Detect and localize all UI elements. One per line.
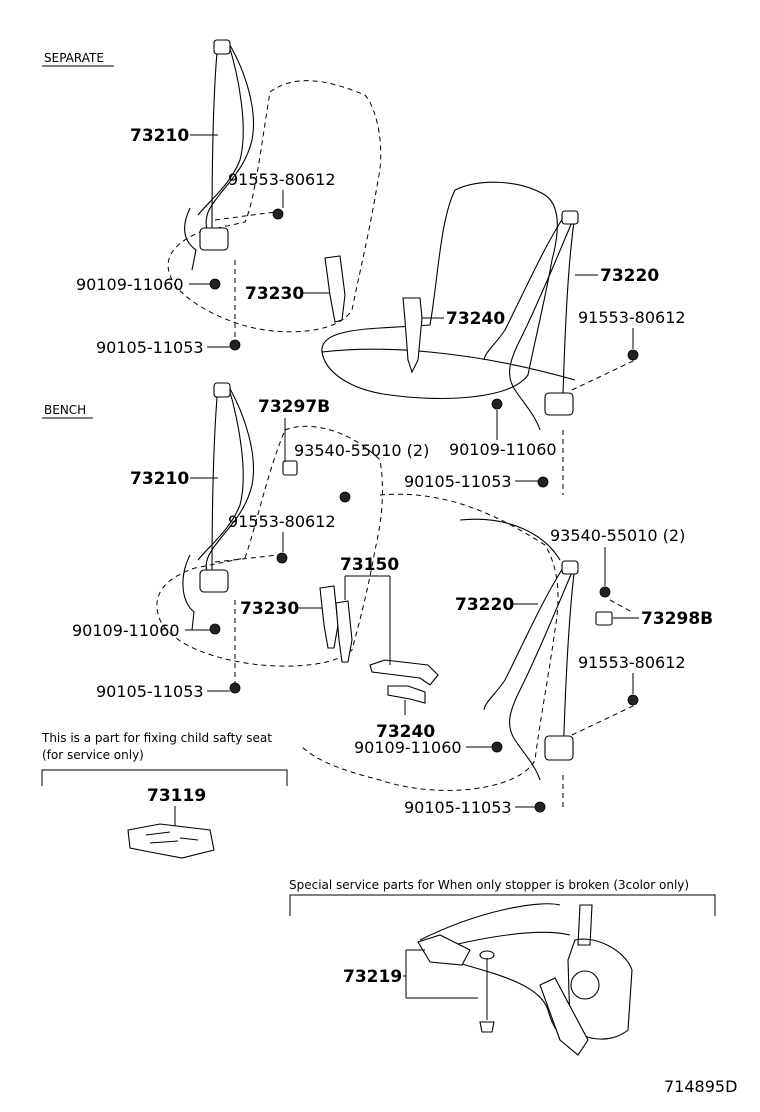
child-seat-bracket — [41, 769, 288, 786]
label-91553-80612-separate-a: 91553-80612 — [228, 170, 336, 189]
label-90109-11060-bench-b: 90109-11060 — [354, 738, 462, 757]
separate-right-guide-line — [571, 359, 636, 391]
label-90109-11060-separate-b: 90109-11060 — [449, 440, 557, 459]
label-73230-separate: 73230 — [245, 284, 304, 304]
label-73230-bench: 73230 — [240, 599, 299, 619]
bench-bolt-90109-a — [209, 623, 221, 635]
bench-buckle-73230 — [319, 585, 339, 649]
label-73220-bench: 73220 — [455, 595, 514, 615]
label-90105-11053-separate-b: 90105-11053 — [404, 472, 512, 491]
bench-guide-line-2 — [214, 554, 279, 563]
bench-bolt-93540-b — [599, 586, 611, 598]
separate-buckle-73230 — [324, 255, 346, 323]
bench-right-anchor — [561, 560, 579, 575]
label-73240-separate: 73240 — [446, 309, 505, 329]
label-73219: 73219 — [343, 967, 402, 987]
child-seat-note-line2: (for service only) — [42, 748, 144, 762]
special-stopper — [417, 934, 471, 966]
bench-right-guide-line-3 — [609, 599, 633, 613]
label-73210-bench: 73210 — [130, 469, 189, 489]
separate-bolt-90109-b — [491, 398, 503, 410]
separate-bolt-90105-a — [229, 339, 241, 351]
bench-buckle-73240-strap — [369, 659, 439, 686]
separate-left-lower-anchor — [184, 207, 197, 271]
leader-73219 — [403, 949, 478, 999]
label-73210-separate: 73210 — [130, 126, 189, 146]
bench-left-retractor — [199, 569, 229, 593]
bench-right-retractor — [544, 735, 574, 761]
bench-buckle-73150 — [335, 600, 353, 663]
separate-right-seat-outline — [321, 181, 558, 400]
separate-bolt-guide-line-2 — [214, 211, 276, 221]
child-seat-part-box: This is a part for fixing child safty se… — [41, 731, 288, 859]
bench-left-belt-webbing — [197, 384, 255, 576]
separate-bolt-90105-b — [537, 476, 549, 488]
diagram-id: 714895D — [664, 1077, 737, 1096]
separate-bolt-91553-b — [627, 349, 639, 361]
child-seat-note-line1: This is a part for fixing child safty se… — [41, 731, 272, 745]
label-73150: 73150 — [340, 555, 399, 575]
label-90109-11060-separate: 90109-11060 — [76, 275, 184, 294]
separate-right-anchor — [561, 210, 579, 225]
section-title-separate: SEPARATE — [44, 51, 104, 65]
separate-right-seat-cushion-line — [321, 348, 576, 381]
special-retractor-spool — [570, 970, 600, 1000]
label-91553-80612-bench-a: 91553-80612 — [228, 512, 336, 531]
bench-buckle-73240-plate — [387, 685, 426, 704]
bench-right-seat-top — [459, 518, 561, 561]
separate-bolt-91553-a — [272, 208, 284, 220]
separate-left-retractor — [199, 227, 229, 251]
bench-right-guide-line — [571, 704, 636, 736]
separate-bolt-90109-a — [209, 278, 221, 290]
special-service-box: Special service parts for When only stop… — [289, 878, 716, 1056]
label-90105-11053-separate: 90105-11053 — [96, 338, 204, 357]
label-91553-80612-bench-b: 91553-80612 — [578, 653, 686, 672]
label-91553-80612-separate-b: 91553-80612 — [578, 308, 686, 327]
child-seat-anchor-slots — [145, 831, 199, 844]
bench-right-seat-outline — [299, 493, 559, 791]
bench-section: BENCH 73297B — [42, 382, 713, 817]
bench-bolt-91553-a — [276, 552, 288, 564]
label-93540-55010-bench-a: 93540-55010 (2) — [294, 441, 429, 460]
label-90109-11060-bench: 90109-11060 — [72, 621, 180, 640]
special-service-bracket — [289, 894, 716, 916]
bench-bracket-73297b — [282, 460, 298, 476]
label-73297b: 73297B — [258, 397, 330, 417]
bench-left-seat-outline — [156, 425, 383, 667]
special-retractor-webbing-top — [577, 904, 593, 946]
section-title-bench: BENCH — [44, 403, 86, 417]
bench-bolt-93540-a — [339, 491, 351, 503]
bench-bolt-90105-a — [229, 682, 241, 694]
label-90105-11053-bench-b: 90105-11053 — [404, 798, 512, 817]
bench-left-lower-anchor — [182, 554, 195, 631]
label-93540-55010-bench-b: 93540-55010 (2) — [550, 526, 685, 545]
special-stopper-cap — [479, 1021, 495, 1033]
label-90105-11053-bench: 90105-11053 — [96, 682, 204, 701]
separate-buckle-73240 — [402, 297, 423, 374]
bench-bolt-90105-b — [534, 801, 546, 813]
special-lower-anchor — [539, 977, 589, 1056]
label-73240-bench: 73240 — [376, 722, 435, 742]
separate-left-anchor — [213, 39, 231, 55]
bench-bracket-73298b — [595, 611, 613, 626]
special-stopper-pin — [479, 950, 495, 960]
bench-bolt-90109-b — [491, 741, 503, 753]
label-73220-separate: 73220 — [600, 266, 659, 286]
special-service-note: Special service parts for When only stop… — [289, 878, 689, 892]
label-73298b: 73298B — [641, 609, 713, 629]
separate-right-retractor — [544, 392, 574, 416]
bench-left-anchor — [213, 382, 231, 398]
label-73119: 73119 — [147, 786, 206, 806]
separate-left-belt-webbing — [197, 41, 255, 233]
separate-section: SEPARATE 73210 91553-80612 901 — [42, 39, 686, 495]
bench-bolt-91553-b — [627, 694, 639, 706]
